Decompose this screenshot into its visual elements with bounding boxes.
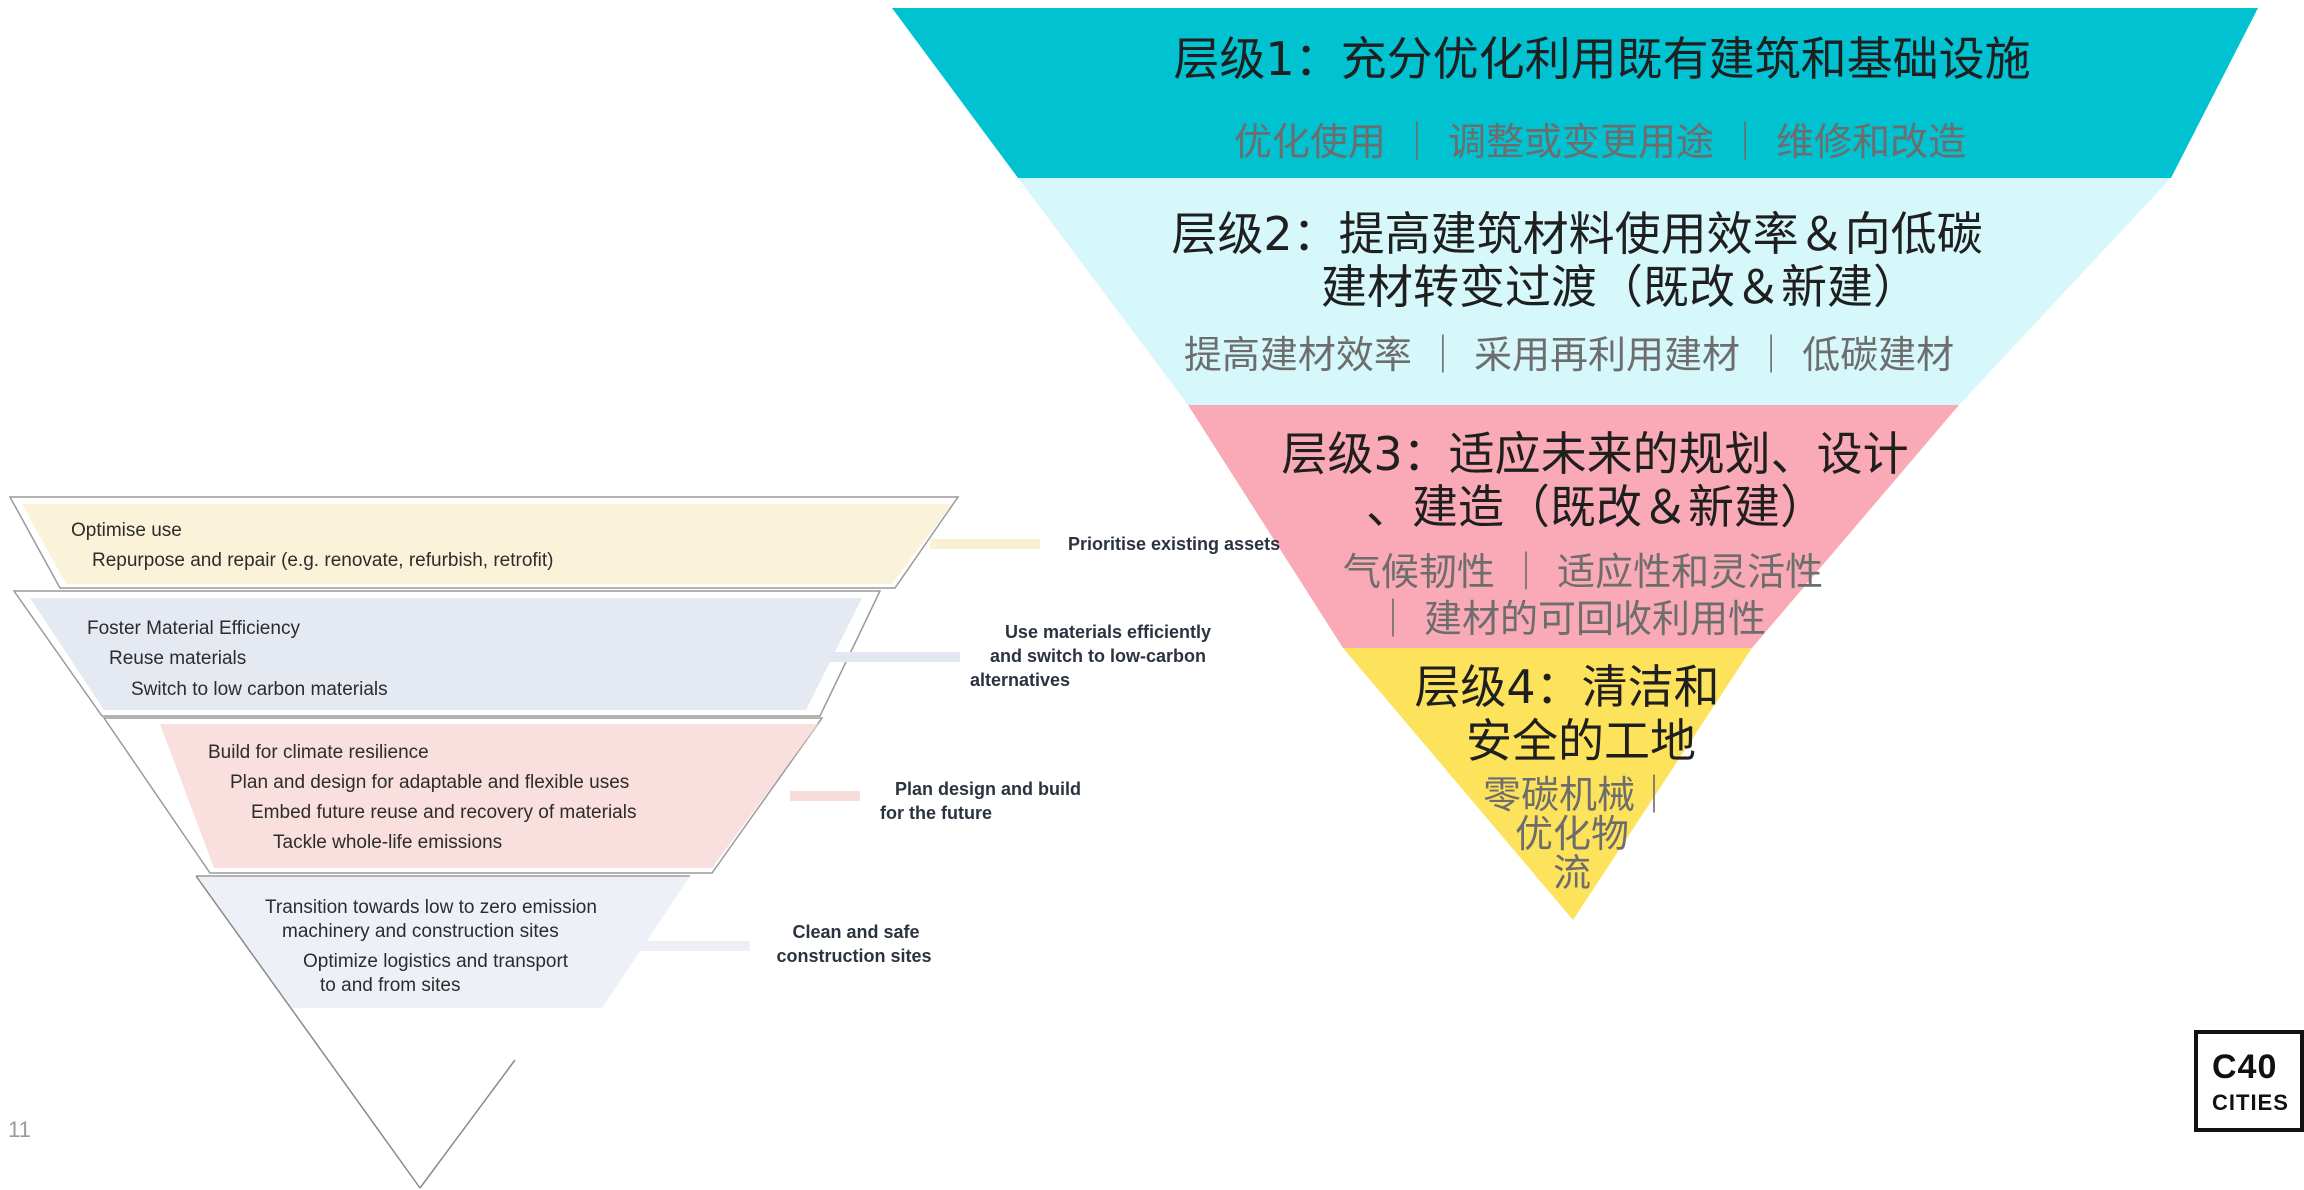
level4-sub-line3: 流 bbox=[1553, 851, 1591, 895]
left-band3-fill bbox=[160, 724, 818, 868]
level1-sub: 优化使用 ｜ 调整或变更用途 ｜ 维修和改造 bbox=[1234, 120, 1966, 164]
level4-sub-line2: 优化物 bbox=[1515, 812, 1629, 856]
logo-line2: CITIES bbox=[2212, 1090, 2289, 1115]
band1-item-2: Repurpose and repair (e.g. renovate, ref… bbox=[92, 550, 554, 571]
level1-band bbox=[892, 8, 2258, 178]
c40-logo: C40 CITIES bbox=[2194, 1030, 2304, 1132]
band4-item-3: Optimize logistics and transport bbox=[303, 951, 569, 972]
band4-caption-line1: Clean and safe bbox=[792, 922, 919, 942]
left-band1-outline bbox=[8, 496, 960, 589]
band3-item-3: Embed future reuse and recovery of mater… bbox=[251, 802, 636, 823]
level3-sub-line2: ｜ 建材的可回收利用性 bbox=[1374, 597, 1766, 641]
left-band4-connector bbox=[640, 941, 750, 951]
level2-title-line1: 层级2：提高建筑材料使用效率＆向低碳 bbox=[1171, 207, 1982, 261]
band3-item-1: Build for climate resilience bbox=[208, 742, 429, 763]
level2-band bbox=[1018, 178, 2171, 405]
left-band3-connector bbox=[790, 791, 860, 801]
left-band3-outline bbox=[102, 717, 824, 874]
left-band2-outline bbox=[12, 590, 882, 717]
band4-caption-line2: construction sites bbox=[776, 946, 931, 966]
band3-item-2: Plan and design for adaptable and flexib… bbox=[230, 772, 629, 793]
level4-title-line1: 层级4：清洁和 bbox=[1414, 660, 1719, 714]
level4-sub-line1: 零碳机械｜ bbox=[1483, 773, 1673, 817]
band3-item-4: Tackle whole-life emissions bbox=[273, 832, 502, 853]
level3-title-line2: 、建造（既改＆新建） bbox=[1366, 480, 1826, 534]
left-band1-fill bbox=[22, 504, 952, 584]
band4-item-2: machinery and construction sites bbox=[282, 921, 559, 942]
left-band2-fill bbox=[30, 598, 862, 710]
left-band1-connector bbox=[930, 539, 1040, 549]
page-number: 11 bbox=[8, 1117, 31, 1142]
level2-sub: 提高建材效率 ｜ 采用再利用建材 ｜ 低碳建材 bbox=[1184, 333, 1954, 377]
band4-item-1: Transition towards low to zero emission bbox=[265, 897, 597, 918]
band3-caption-line2: for the future bbox=[880, 803, 992, 823]
level3-title-line1: 层级3：适应未来的规划、设计 bbox=[1281, 427, 1908, 481]
band4-item-4: to and from sites bbox=[320, 975, 460, 996]
band3-caption-line1: Plan design and build bbox=[895, 779, 1081, 799]
left-pyramid-apex-left bbox=[195, 875, 421, 1189]
left-band2-connector bbox=[830, 652, 960, 662]
level3-sub-line1: 气候韧性 ｜ 适应性和灵活性 bbox=[1343, 550, 1823, 594]
level2-title-line2: 建材转变过渡（既改＆新建） bbox=[1321, 260, 1919, 314]
level4-title-line2: 安全的工地 bbox=[1466, 714, 1696, 768]
level3-band bbox=[1188, 405, 1959, 648]
left-band4-fill bbox=[196, 876, 690, 1008]
level4-band bbox=[1343, 648, 1752, 920]
logo-line1: C40 bbox=[2212, 1048, 2278, 1086]
band1-item-1: Optimise use bbox=[71, 520, 182, 541]
band2-item-2: Reuse materials bbox=[109, 648, 246, 669]
band2-item-3: Switch to low carbon materials bbox=[131, 679, 388, 700]
left-pyramid-apex-right bbox=[419, 1059, 516, 1189]
band2-caption-line1: Use materials efficiently bbox=[1005, 622, 1211, 642]
band2-caption-line2: and switch to low-carbon bbox=[990, 646, 1206, 666]
band1-caption: Prioritise existing assets bbox=[1068, 534, 1280, 554]
band2-caption-line3: alternatives bbox=[970, 670, 1070, 690]
band2-item-1: Foster Material Efficiency bbox=[87, 618, 300, 639]
level1-title: 层级1：充分优化利用既有建筑和基础设施 bbox=[1173, 32, 2030, 86]
